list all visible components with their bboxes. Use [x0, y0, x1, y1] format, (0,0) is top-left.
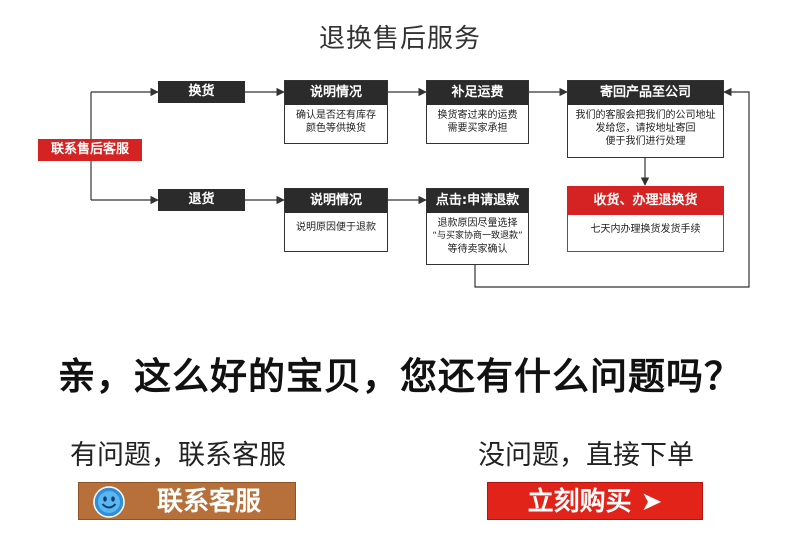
refund-tag: 退货 — [158, 189, 245, 211]
right-prompt: 没问题，直接下单 — [478, 440, 694, 471]
final-step-line: 七天内办理换货发货手续 — [590, 224, 701, 235]
exchange-step-return-line: 便于我们进行处理 — [605, 136, 686, 147]
exchange-step-shipping: 补足运费 换货寄过来的运费 需要买家承担 — [426, 80, 529, 144]
exchange-step-shipping-title: 补足运费 — [427, 81, 528, 105]
final-step-title: 收货、办理退换货 — [568, 187, 723, 215]
exchange-step-explain: 说明情况 确认是否还有库存 颜色等供换货 — [284, 80, 388, 144]
refund-step-explain-line: 说明原因便于退款 — [296, 222, 376, 233]
exchange-step-explain-line: 颜色等供换货 — [306, 123, 366, 134]
contact-service-start: 联系售后客服 — [38, 139, 142, 161]
refund-step-explain-title: 说明情况 — [285, 189, 387, 213]
exchange-tag: 换货 — [158, 81, 245, 103]
left-prompt: 有问题，联系客服 — [70, 440, 286, 471]
exchange-step-return: 寄回产品至公司 我们的客服会把我们的公司地址 发给您，请按地址寄回 便于我们进行… — [567, 80, 724, 158]
contact-service-button[interactable]: 联系客服 — [78, 482, 296, 520]
exchange-step-return-line: 我们的客服会把我们的公司地址 — [575, 110, 716, 121]
smiley-icon — [93, 486, 125, 518]
refund-step-apply: 点击:申请退款 退款原因尽量选择 “与买家协商一致退款” 等待卖家确认 — [426, 188, 529, 265]
refund-step-apply-line: 等待卖家确认 — [447, 244, 508, 255]
exchange-step-return-line: 发给您，请按地址寄回 — [595, 123, 696, 134]
exchange-step-return-title: 寄回产品至公司 — [568, 81, 723, 105]
refund-step-apply-line: “与买家协商一致退款” — [432, 231, 523, 241]
refund-step-explain: 说明情况 说明原因便于退款 — [284, 188, 388, 252]
exchange-step-explain-line: 确认是否还有库存 — [296, 110, 376, 121]
buy-now-button[interactable]: 立刻购买 ➤ — [487, 482, 703, 520]
contact-service-label: 联系客服 — [157, 487, 262, 517]
refund-step-apply-line: 退款原因尽量选择 — [437, 218, 518, 229]
page-title: 退换售后服务 — [318, 24, 481, 54]
exchange-step-shipping-line: 需要买家承担 — [447, 123, 508, 134]
exchange-step-shipping-line: 换货寄过来的运费 — [437, 110, 518, 121]
exchange-step-explain-title: 说明情况 — [285, 81, 387, 105]
question-headline: 亲，这么好的宝贝，您还有什么问题吗？ — [58, 355, 742, 398]
refund-step-apply-title: 点击:申请退款 — [427, 189, 528, 213]
final-step-receive: 收货、办理退换货 七天内办理换货发货手续 — [567, 186, 724, 252]
